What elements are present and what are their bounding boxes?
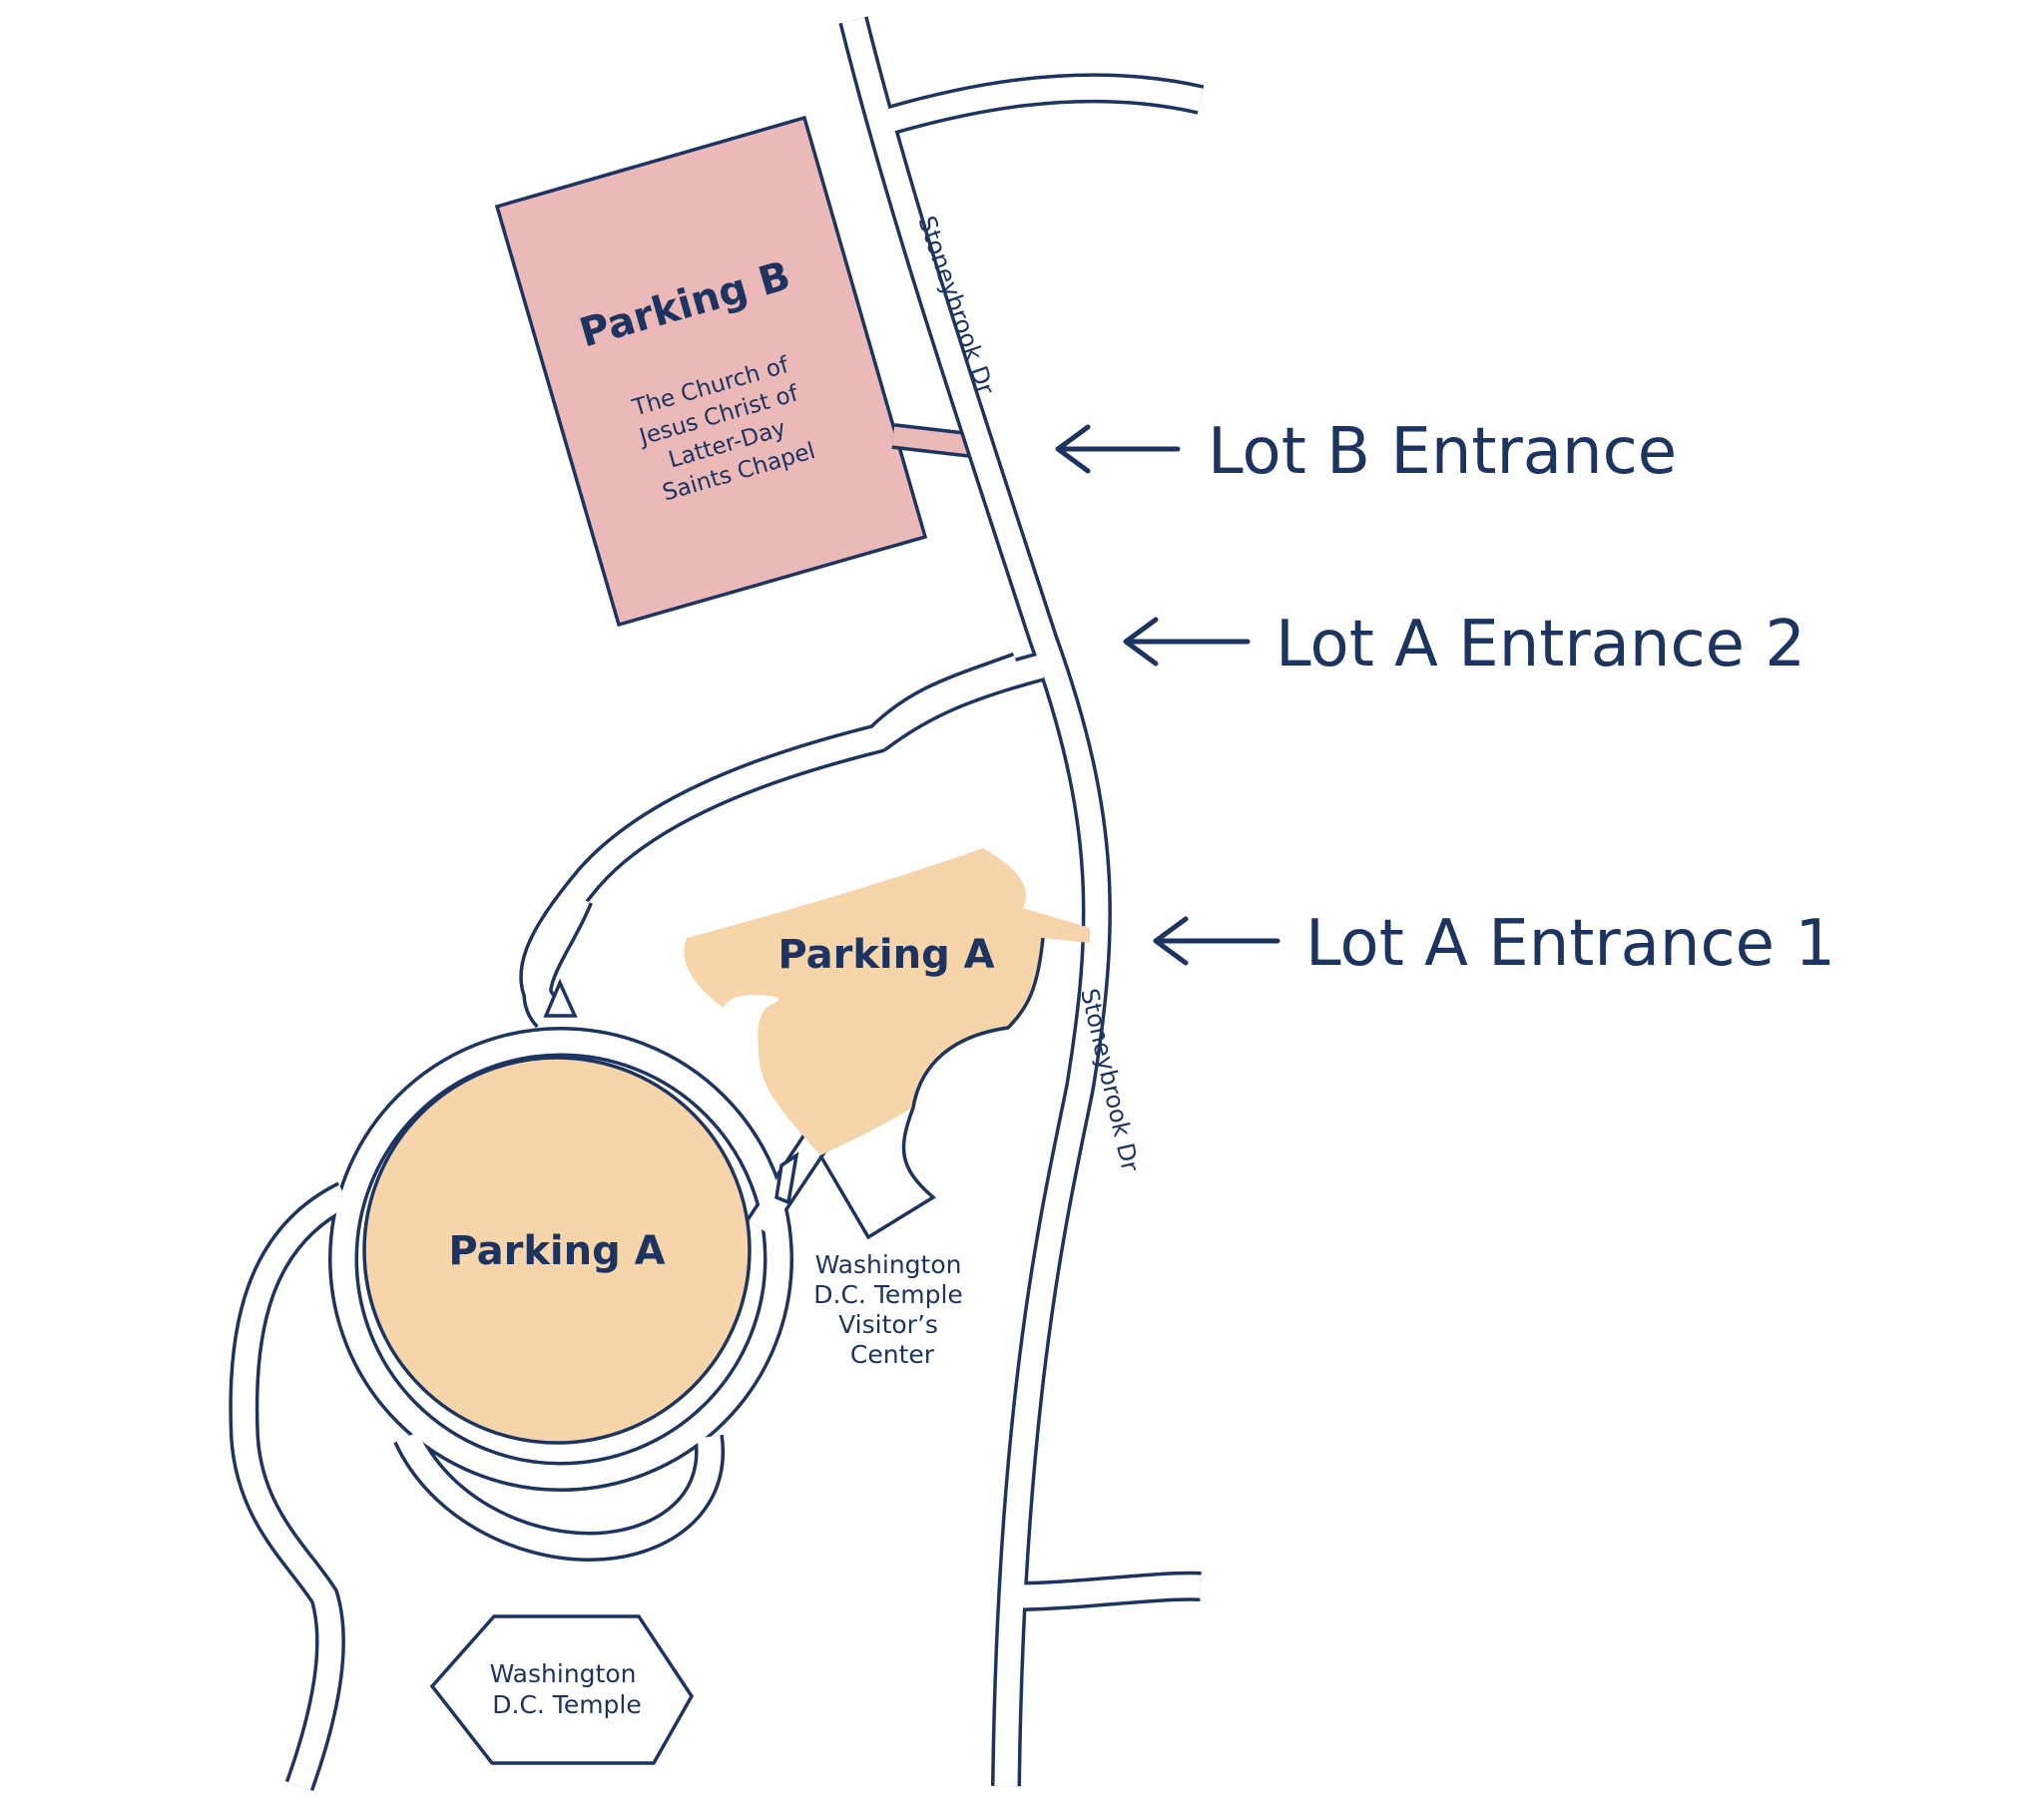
left-arrow-icon (1153, 916, 1280, 966)
parking-a-upper-label: Parking A (777, 932, 994, 978)
lot-a-entrance-2-label: Lot A Entrance 2 (1276, 608, 1805, 681)
parking-a-circle-label: Parking A (448, 1228, 665, 1274)
traffic-island-east (774, 1151, 799, 1205)
lot-a-entrance-2-marker: Lot A Entrance 2 (1123, 608, 1805, 681)
lot-b-entrance-marker: Lot B Entrance (1055, 415, 1677, 489)
road-network (229, 16, 1205, 1792)
traffic-island-north (543, 978, 578, 1018)
temple-label: Washington D.C. Temple (490, 1659, 645, 1719)
left-arrow-icon (1055, 424, 1181, 474)
lot-b-entrance-label: Lot B Entrance (1208, 415, 1677, 489)
temple-building[interactable]: Washington D.C. Temple (429, 1614, 695, 1765)
visitor-center-label: Washington D.C. Temple Visitor’s Center (813, 1250, 970, 1369)
lot-a-entrance-1-label: Lot A Entrance 1 (1305, 907, 1835, 981)
lot-a-entrance-1-marker: Lot A Entrance 1 (1153, 907, 1835, 981)
parking-a-upper-lot[interactable]: Parking A (684, 848, 1090, 1240)
parking-a-circle-lot[interactable]: Parking A (362, 1056, 752, 1445)
left-arrow-icon (1123, 617, 1251, 667)
